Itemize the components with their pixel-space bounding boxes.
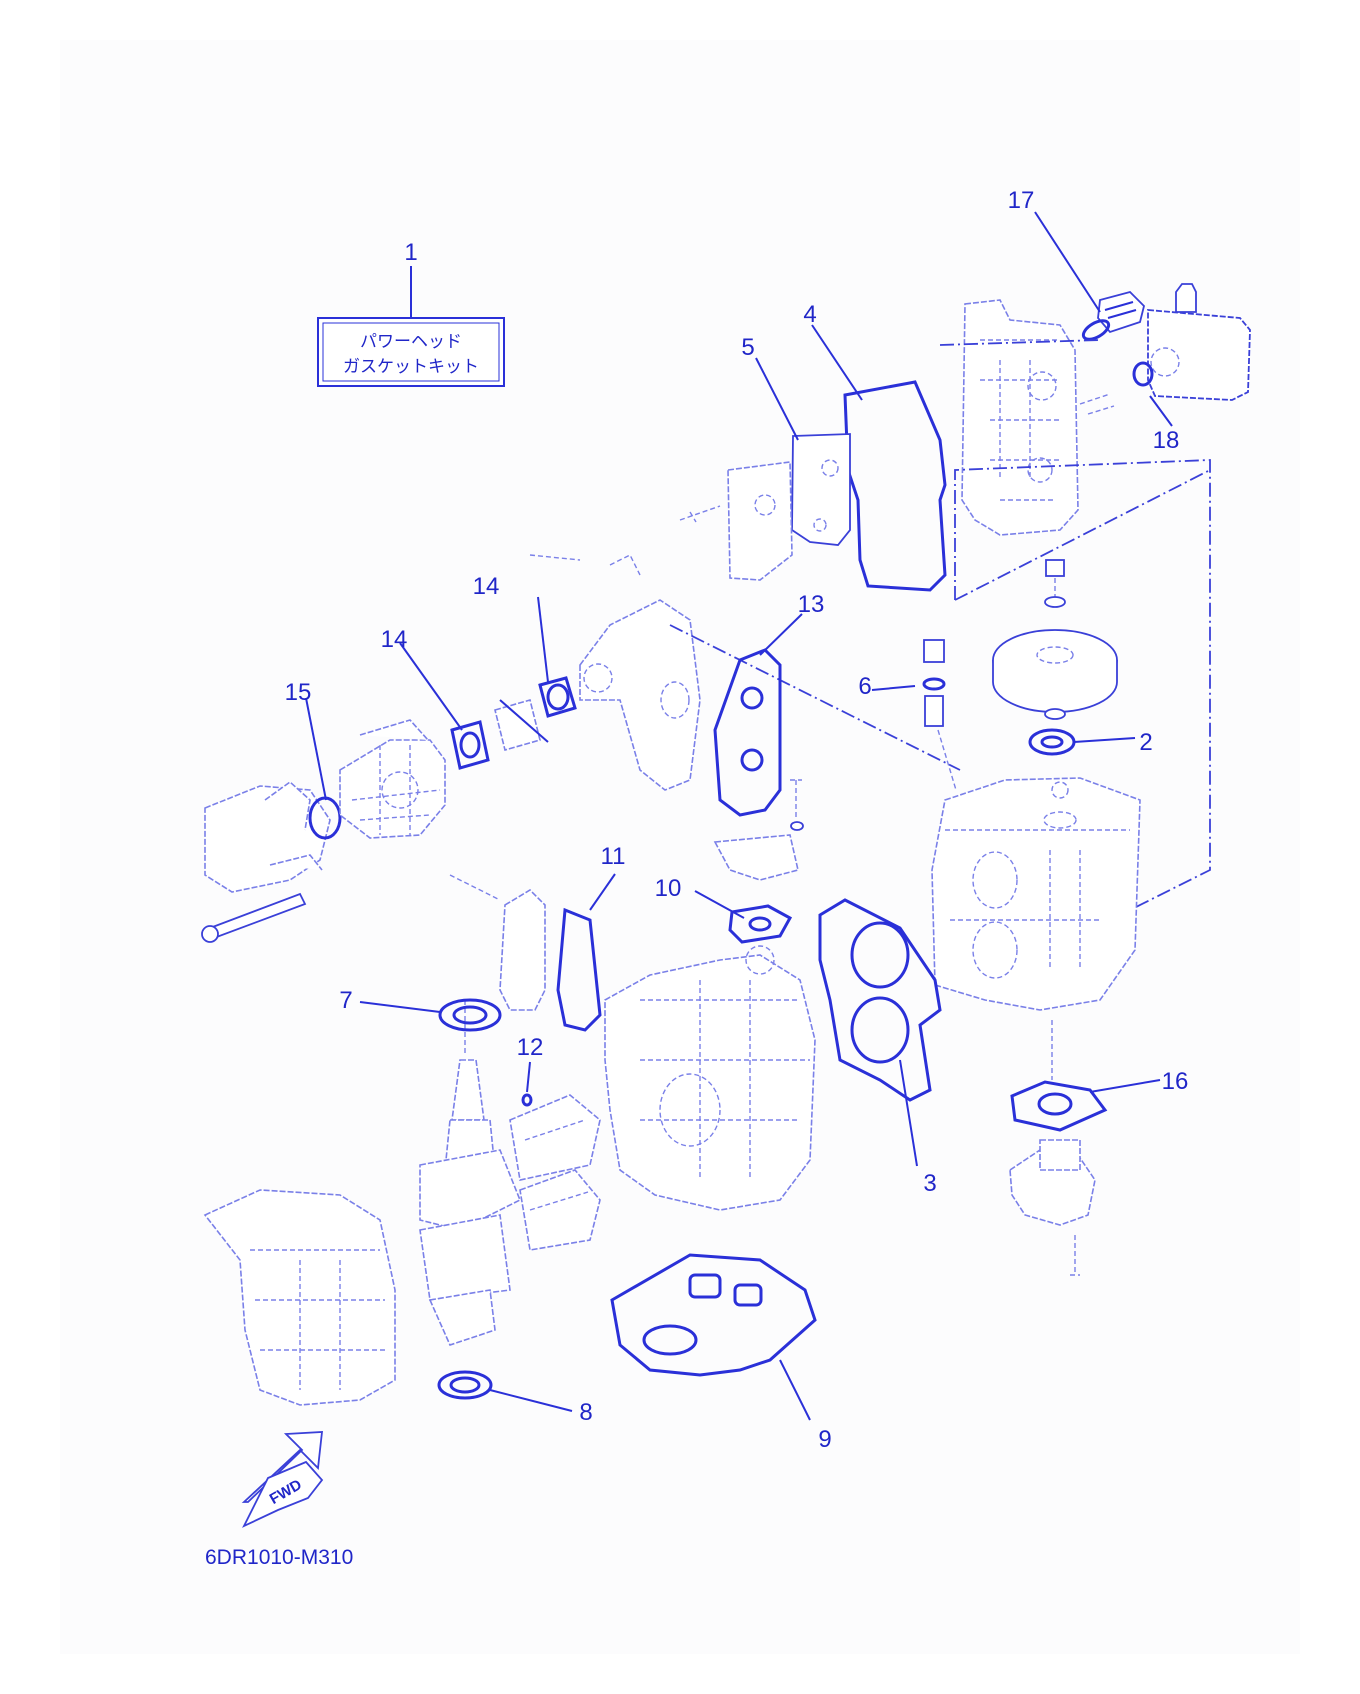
gasket-13 [713,648,782,817]
gasket-10 [728,904,793,944]
head-gasket-3 [818,898,942,1102]
diagram-code: 6DR1010-M310 [205,1546,353,1569]
callout-6: 6 [858,673,871,700]
base-gasket-9 [610,1253,817,1377]
cylinder-head [931,777,1141,1011]
callout-16: 16 [1162,1068,1189,1095]
callout-labels: 1 2 3 4 5 6 7 8 9 10 11 12 13 14 14 15 1… [285,187,1189,1453]
silencer-manifold [529,554,701,791]
carb-gasket-14b [538,676,577,718]
bracket-10-area [713,779,804,881]
kit-label-line1: パワーヘッド [360,332,462,352]
exhaust-cover [961,299,1079,536]
exploded-parts-diagram: パワーヘッド ガスケットキット [201,187,1251,1569]
callout-8: 8 [579,1399,592,1426]
crankshaft [419,1000,522,1346]
callout-15: 15 [285,679,312,706]
cover-plate-5 [791,433,851,546]
callout-12: 12 [517,1034,544,1061]
gasket-11 [556,907,602,1032]
carburetor [339,719,446,839]
kit-label-box: パワーヘッド ガスケットキット [317,266,505,387]
callout-14-upper: 14 [473,573,500,600]
fwd-arrow: FWD [241,1431,324,1528]
insulator [494,699,541,751]
callout-10: 10 [655,875,682,902]
carb-gasket-14a [450,720,490,770]
oil-seal-2 [1028,728,1076,756]
callout-14-lower: 14 [381,626,408,653]
thermo-switch-6 [922,639,957,791]
flywheel-stack [992,559,1118,720]
callout-7: 7 [339,987,352,1014]
callout-13: 13 [798,591,825,618]
o-ring-17 [1081,319,1111,341]
callout-5: 5 [741,334,754,361]
o-ring-18 [1132,361,1154,387]
callout-17: 17 [1008,187,1035,214]
gasket-4 [843,380,947,592]
inner-plate [727,461,793,581]
callout-3: 3 [923,1170,936,1197]
oil-seal-8 [437,1370,493,1400]
thermostat-cover [1147,283,1251,401]
lower-casing [203,1189,396,1406]
pump-gasket-16 [1010,1080,1108,1132]
oil-pump [1009,1020,1096,1276]
pistons [509,1094,601,1251]
bolt-plate [679,505,721,523]
thermostat [1097,290,1145,334]
callout-4: 4 [803,301,816,328]
exhaust-cover-lower [449,874,546,1011]
diagram-page: パワーヘッド ガスケットキット [60,40,1300,1654]
oil-seal-7 [438,998,502,1032]
cylinder-block [604,945,816,1211]
intake-manifold [201,780,331,943]
leader-lines [305,211,1173,1421]
kit-label-line2: ガスケットキット [343,357,479,377]
callout-11: 11 [601,843,626,870]
callout-2: 2 [1139,729,1152,756]
o-ring-12 [521,1093,533,1107]
callout-18: 18 [1153,427,1180,454]
callout-9: 9 [818,1426,831,1453]
bolt-exhaust [1079,393,1115,415]
callout-1: 1 [404,239,417,266]
